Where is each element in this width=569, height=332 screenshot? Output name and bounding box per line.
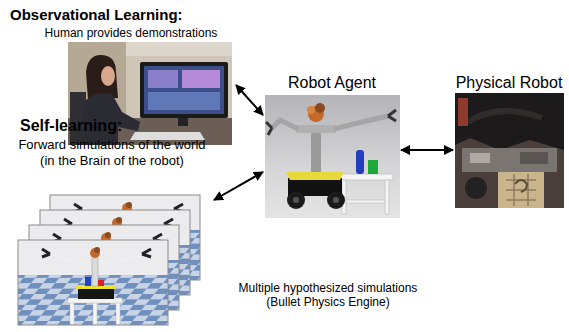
physical-robot-photo bbox=[462, 148, 557, 172]
physical-robot-photo bbox=[498, 172, 544, 208]
physical-robot-photo bbox=[520, 152, 548, 164]
robot-agent-render bbox=[368, 160, 378, 174]
human-demonstration-photo bbox=[178, 118, 188, 126]
robot-agent-render bbox=[388, 110, 396, 121]
robot-agent-render bbox=[338, 174, 393, 180]
robot-agent-render bbox=[356, 150, 364, 174]
physical-robot-panel: Physical Robot bbox=[453, 73, 565, 209]
caption-note: Multiple hypothesized simulations (Bulle… bbox=[222, 281, 434, 310]
robot-agent-render bbox=[287, 191, 305, 209]
robot-agent-render bbox=[265, 95, 400, 218]
robot-agent-render bbox=[315, 103, 325, 113]
robot-agent-render bbox=[327, 191, 345, 209]
caption-note: Multiple hypothesized simulations (Bulle… bbox=[222, 281, 434, 310]
robot-agent-render bbox=[286, 172, 344, 180]
physical-robot-photo bbox=[458, 98, 468, 126]
robot-agent-render bbox=[293, 197, 299, 203]
robot-agent-render bbox=[265, 95, 400, 218]
robot-agent-render bbox=[385, 180, 389, 214]
panel-subheading: Human provides demonstrations bbox=[28, 26, 234, 40]
robot-agent-render bbox=[334, 116, 388, 129]
physical-robot-photo bbox=[515, 180, 527, 192]
simulation-stack bbox=[18, 240, 168, 325]
robot-agent-render bbox=[272, 120, 298, 129]
double-arrow bbox=[236, 85, 263, 115]
double-arrow bbox=[401, 149, 453, 151]
human-demonstration-photo bbox=[101, 66, 115, 86]
double-arrow bbox=[214, 172, 263, 200]
self-learning-panel: Self-learning: Forward simulations of the… bbox=[14, 116, 214, 328]
panel-heading: Self-learning: bbox=[20, 116, 122, 135]
robot-agent-render bbox=[346, 200, 385, 203]
human-demonstration-photo bbox=[140, 62, 228, 118]
panel-subheading: Forward simulations of the world (in the… bbox=[14, 137, 210, 168]
physical-robot-photo bbox=[455, 93, 564, 208]
physical-robot-photo bbox=[468, 111, 542, 122]
human-demonstration-photo bbox=[148, 92, 220, 110]
physical-robot-photo bbox=[465, 177, 487, 199]
robot-agent-render bbox=[266, 122, 272, 135]
human-demonstration-photo bbox=[126, 42, 232, 56]
robot-agent-render bbox=[311, 128, 321, 172]
simulation-stack bbox=[18, 195, 200, 325]
human-demonstration-photo bbox=[182, 70, 220, 88]
human-demonstration-photo bbox=[144, 66, 224, 114]
human-demonstration-photo bbox=[148, 70, 178, 88]
panel-heading: Physical Robot bbox=[456, 73, 563, 92]
panel-heading: Robot Agent bbox=[288, 73, 376, 92]
panel-heading: Observational Learning: bbox=[10, 6, 183, 24]
robot-agent-render bbox=[333, 197, 339, 203]
physical-robot-photo bbox=[455, 93, 564, 208]
physical-robot-photo bbox=[470, 153, 490, 163]
physical-robot-photo bbox=[455, 93, 564, 150]
robot-agent-render bbox=[307, 106, 315, 114]
physical-robot-photo bbox=[506, 174, 536, 206]
robot-agent-render bbox=[296, 125, 336, 133]
robot-agent-panel: Robot Agent bbox=[263, 73, 401, 219]
